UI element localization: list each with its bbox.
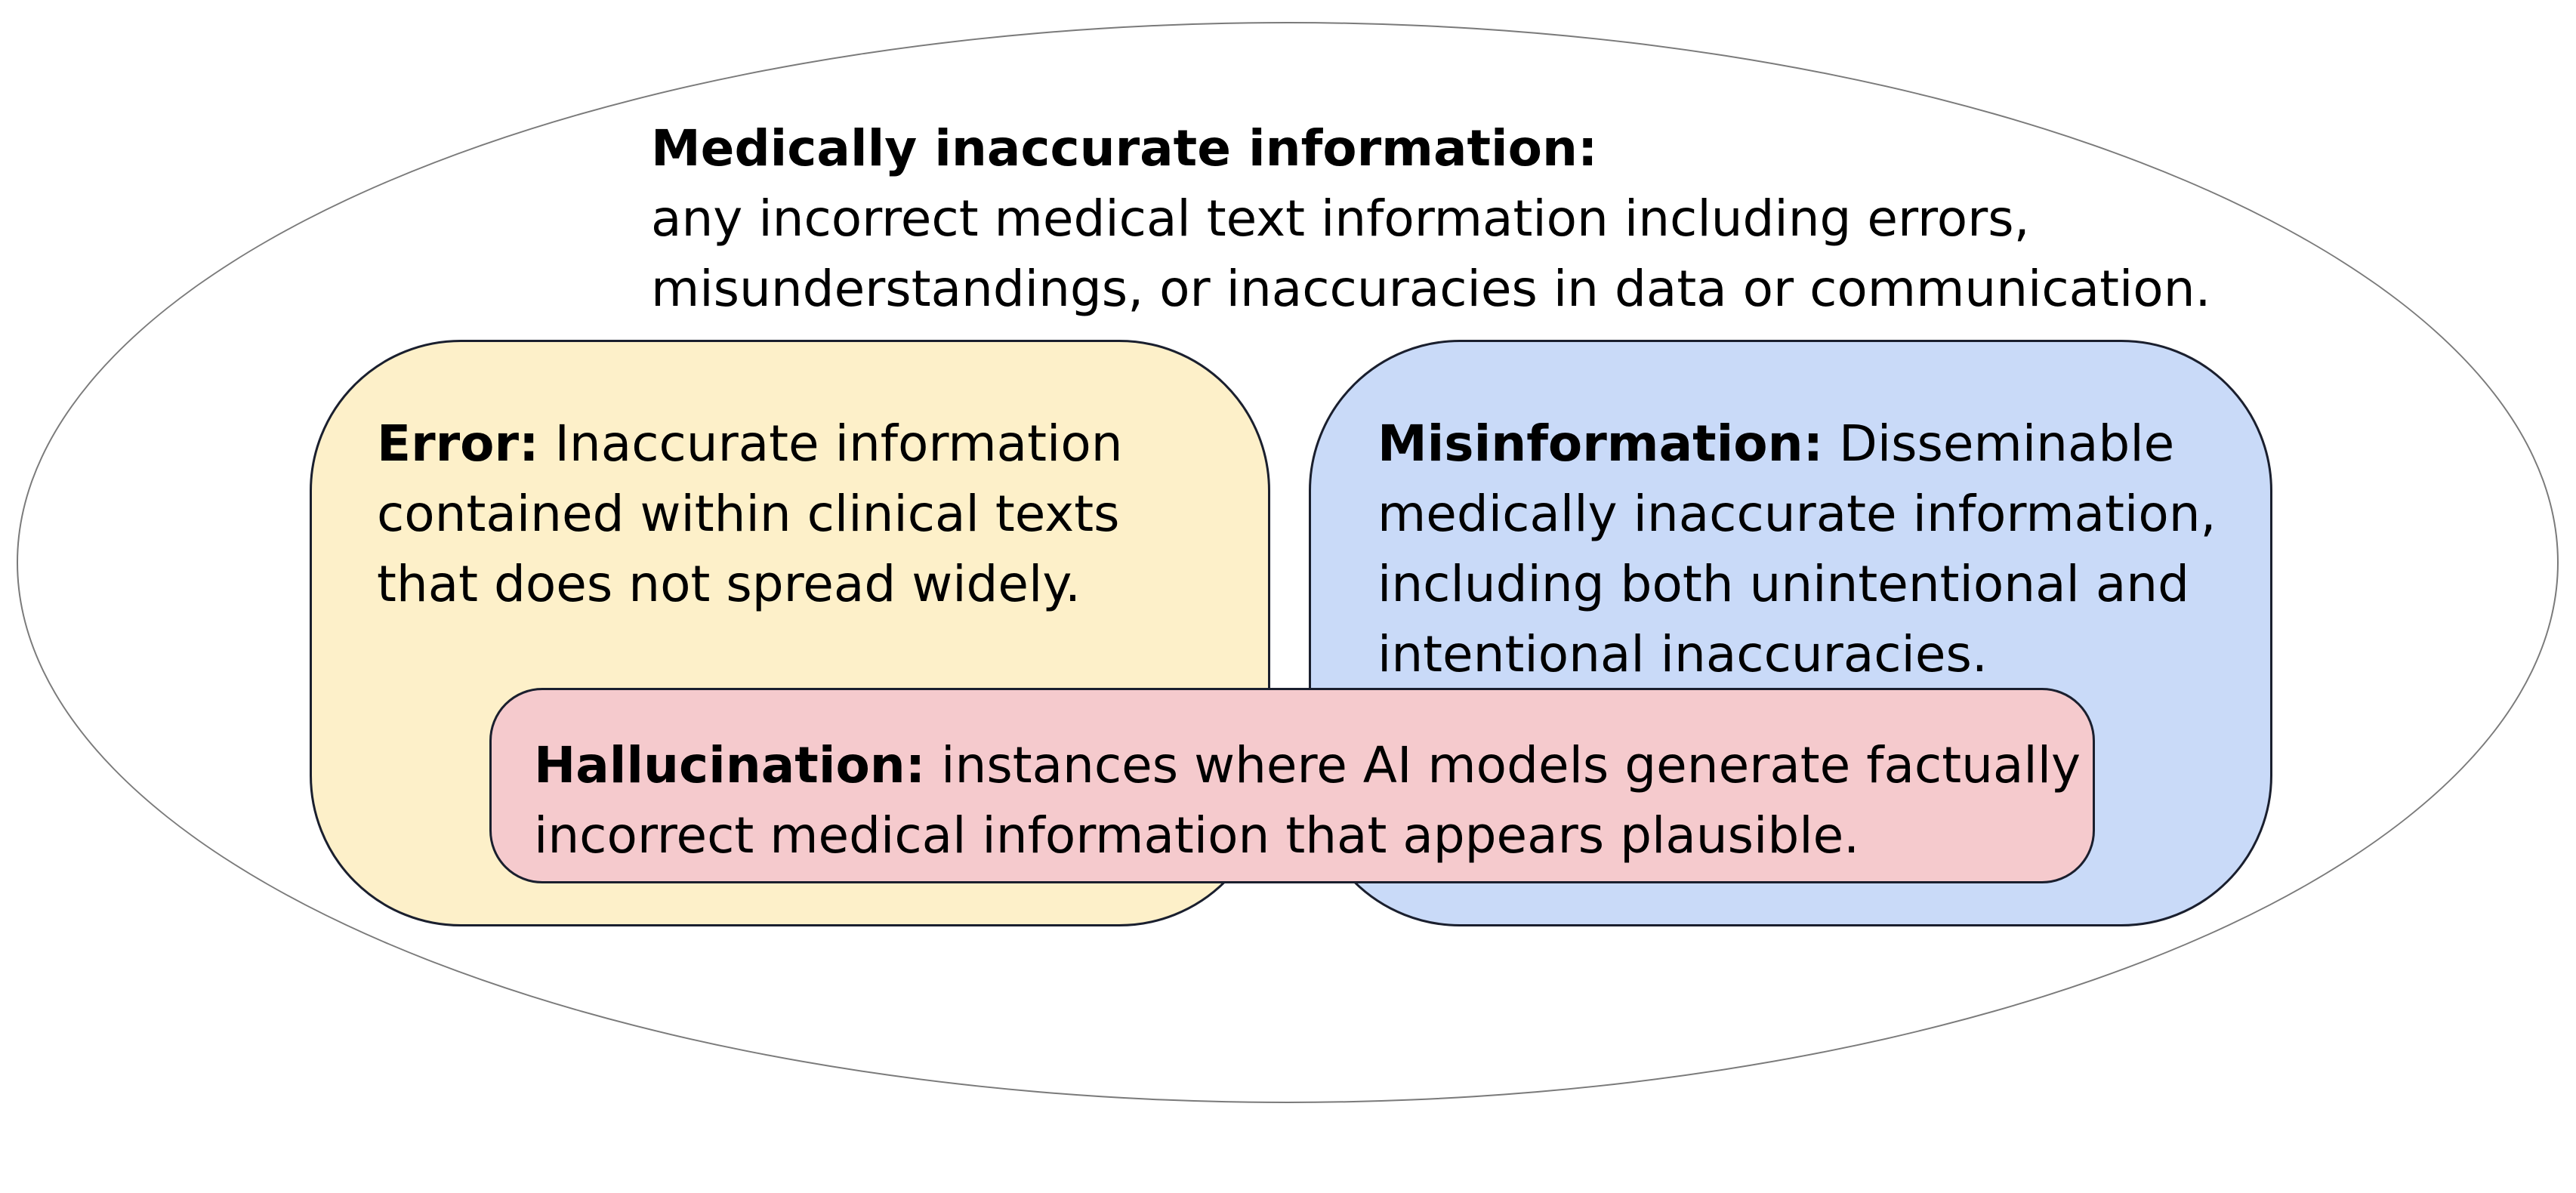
- misinformation-term: Misinformation:: [1377, 415, 1824, 473]
- error-line-1: Error: Inaccurate information: [377, 408, 1230, 479]
- misinformation-line-3: including both unintentional and: [1377, 555, 2190, 613]
- header-line-1: any incorrect medical text information i…: [651, 190, 2030, 248]
- hallucination-line-1-text: instances where AI models generate factu…: [925, 736, 2081, 794]
- header-line-2: misunderstandings, or inaccuracies in da…: [651, 260, 2211, 318]
- hallucination-line-2: incorrect medical information that appea…: [534, 806, 1860, 865]
- misinformation-definition: Misinformation: Disseminable medically i…: [1377, 408, 2269, 689]
- hallucination-box: Hallucination: instances where AI models…: [489, 688, 2095, 883]
- outer-ellipse: [17, 22, 2559, 1103]
- header-definition: Medically inaccurate information: any in…: [651, 113, 2312, 324]
- misinformation-line-1-text: Disseminable: [1823, 415, 2175, 473]
- hallucination-definition: Hallucination: instances where AI models…: [534, 730, 2090, 871]
- misinformation-line-4: intentional inaccuracies.: [1377, 625, 1988, 683]
- error-line-3: that does not spread widely.: [377, 555, 1081, 613]
- error-line-2: contained within clinical texts: [377, 485, 1120, 543]
- hallucination-term: Hallucination:: [534, 736, 926, 794]
- misinformation-line-1: Misinformation: Disseminable: [1377, 408, 2269, 479]
- header-title: Medically inaccurate information:: [651, 119, 1598, 177]
- error-term: Error:: [377, 415, 539, 473]
- error-definition: Error: Inaccurate information contained …: [377, 408, 1230, 619]
- hallucination-line-1: Hallucination: instances where AI models…: [534, 730, 2090, 800]
- misinformation-line-2: medically inaccurate information,: [1377, 485, 2217, 543]
- error-line-1-text: Inaccurate information: [538, 415, 1123, 473]
